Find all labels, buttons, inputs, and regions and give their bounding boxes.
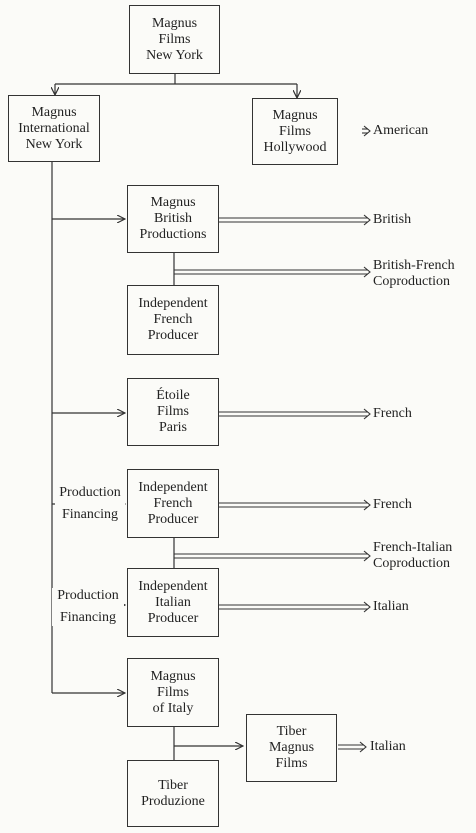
box-line: French [153,312,193,327]
output-line: British-French [373,258,455,273]
box-magnus-films-hollywood: Magnus Films Hollywood [252,98,338,165]
label-production-financing-2: Production Financing [52,588,124,626]
label-line: Production [59,485,121,500]
box-line: Magnus [150,195,196,210]
box-independent-italian-producer: Independent Italian Producer [127,568,219,637]
box-line: Producer [147,511,199,527]
box-tiber-produzione: Tiber Produzione [127,760,219,827]
box-line: of Italy [152,700,194,716]
box-line: International [18,120,90,136]
double-arrow-french-2 [219,499,371,511]
output-line: French-Italian [373,540,453,555]
box-line: British [153,211,193,226]
box-line: Magnus [151,15,198,31]
box-line: Independent [138,479,208,495]
output-british: British [373,212,412,227]
box-magnus-international: Magnus International New York [8,95,100,162]
box-line: Magnus [150,668,196,684]
box-line: Magnus [268,740,315,755]
box-line: Magnus [31,104,77,120]
box-line: Productions [139,227,207,242]
output-french-2: French [373,497,412,512]
box-line: Tiber [158,777,188,793]
box-line: Producer [147,328,199,343]
double-arrow-italian-2 [338,741,367,753]
box-line: Independent [138,578,208,594]
double-arrow-british-french [174,266,371,278]
box-line: Films [279,123,311,139]
box-line: Producer [147,610,199,626]
box-line: New York [25,136,83,152]
output-italian-2: Italian [370,739,406,754]
box-line: Italian [155,594,191,610]
double-arrow-french-italian [174,550,371,562]
double-arrow-italian-1 [219,601,371,613]
output-british-french: British-French Coproduction [373,258,455,290]
output-italian-1: Italian [373,599,409,614]
box-line: Tiber [276,724,307,739]
output-french-1: French [373,406,412,421]
label-production-financing-1: Production Financing [55,485,125,523]
box-line: Magnus [272,107,318,123]
box-etoile-films-paris: Étoile Films Paris [127,378,219,446]
box-line: Films [158,31,191,47]
double-arrow-british [219,214,371,226]
double-arrow-american [362,125,371,137]
output-american: American [373,123,429,138]
box-line: Hollywood [263,139,327,155]
label-line: Production [57,588,119,603]
box-line: French [153,495,193,511]
box-line: Films [157,684,189,700]
box-line: Étoile [156,388,190,403]
box-line: Films [157,404,189,419]
box-line: New York [146,47,203,63]
box-magnus-films-new-york: Magnus Films New York [129,5,220,74]
double-arrow-french-1 [219,408,371,420]
output-french-italian: French-Italian Coproduction [373,540,452,572]
label-line: Financing [60,610,116,625]
box-magnus-films-of-italy: Magnus Films of Italy [127,658,219,727]
box-line: Paris [159,420,187,435]
output-line: Coproduction [373,274,450,289]
box-line: Independent [138,296,208,311]
box-tiber-magnus-films: Tiber Magnus Films [246,714,337,782]
output-line: Coproduction [373,556,450,571]
label-line: Financing [62,507,118,522]
box-line: Films [275,756,308,771]
box-independent-french-producer-1: Independent French Producer [127,285,219,355]
box-magnus-british-productions: Magnus British Productions [127,185,219,253]
box-line: Produzione [141,793,205,809]
box-independent-french-producer-2: Independent French Producer [127,469,219,538]
